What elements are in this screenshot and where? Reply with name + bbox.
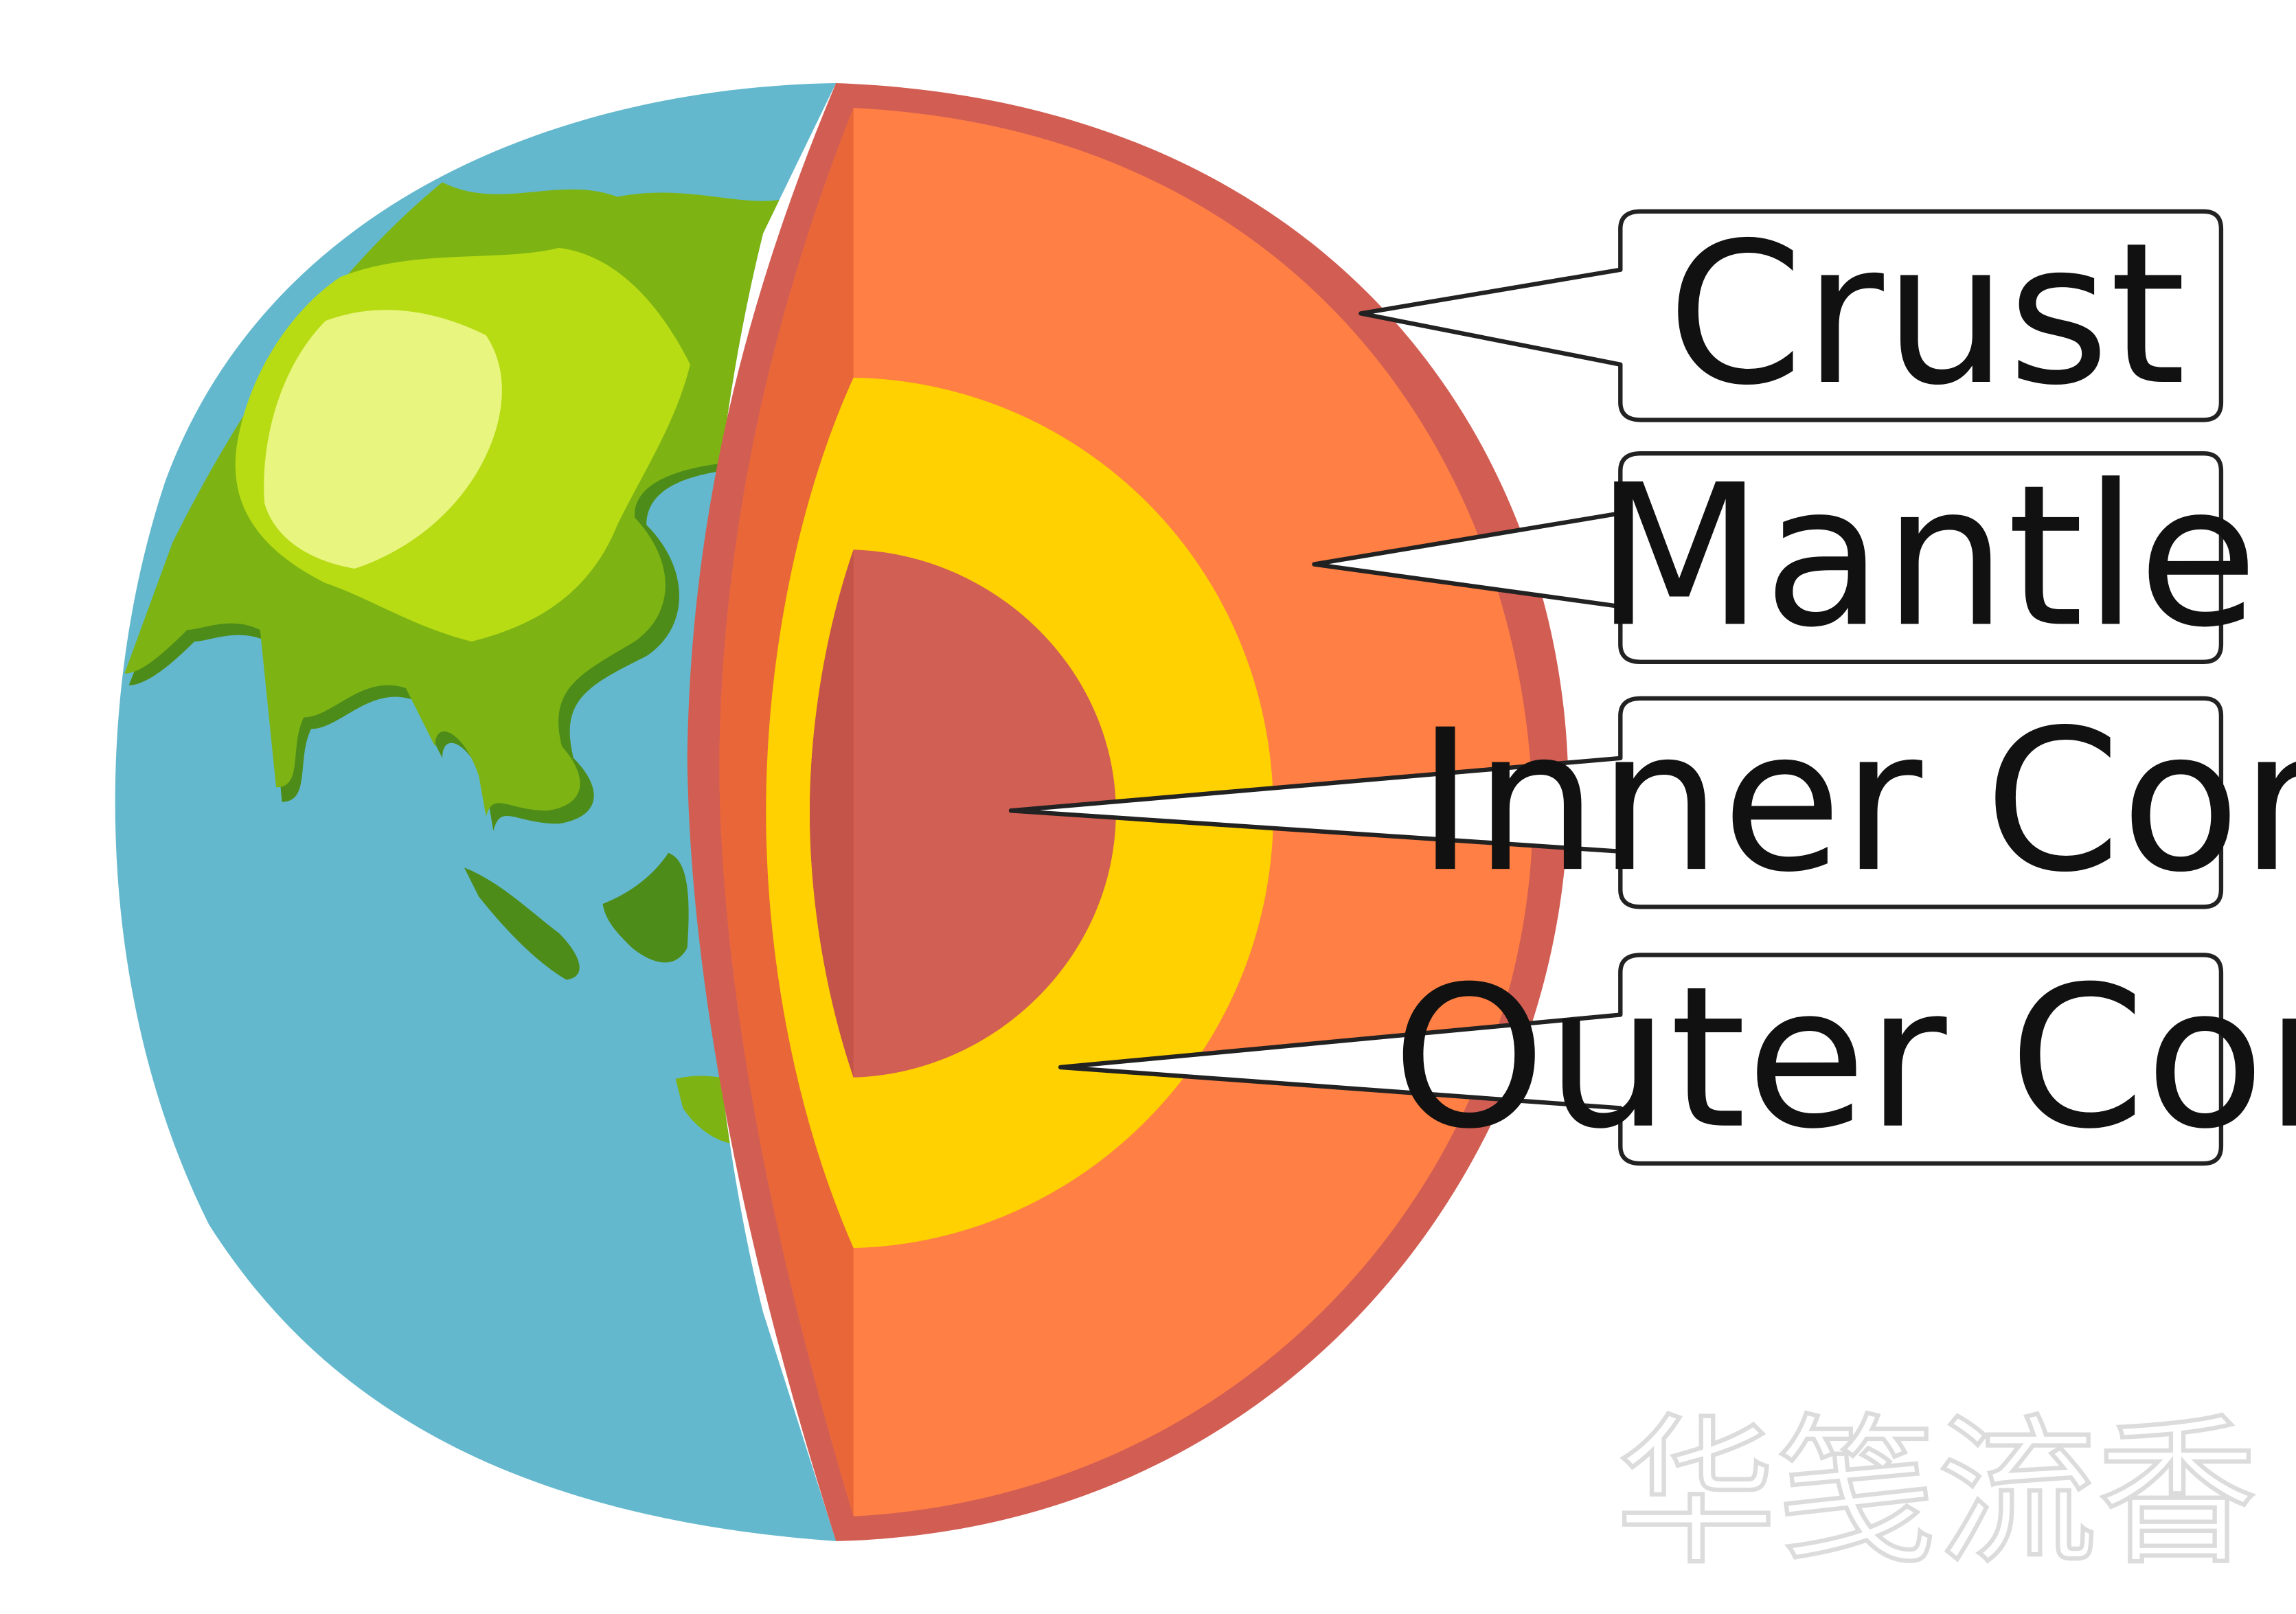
indonesia-islands	[464, 852, 689, 980]
label-inner-core: Inner Core	[1416, 688, 2296, 916]
callout-mantle: Mantle	[1312, 443, 2258, 670]
inner-core-side-shadow	[809, 549, 854, 1078]
label-mantle: Mantle	[1595, 443, 2258, 670]
watermark-text: 华笺流香	[1616, 1400, 2258, 1587]
callout-outer-core-box	[1058, 953, 2224, 1166]
callout-crust: Crust	[1359, 201, 2224, 429]
callout-outer-core: Outer Core	[1058, 945, 2296, 1172]
land-highlight-region	[264, 310, 502, 569]
continents	[124, 182, 793, 1145]
label-outer-core: Outer Core	[1392, 945, 2296, 1172]
callout-inner-core-box	[1008, 696, 2224, 909]
callout-crust-box	[1359, 209, 2224, 422]
callout-mantle-box	[1312, 451, 2224, 664]
label-crust: Crust	[1667, 201, 2186, 429]
callout-inner-core: Inner Core	[1008, 688, 2296, 916]
inner-core-layer	[809, 549, 1116, 1078]
